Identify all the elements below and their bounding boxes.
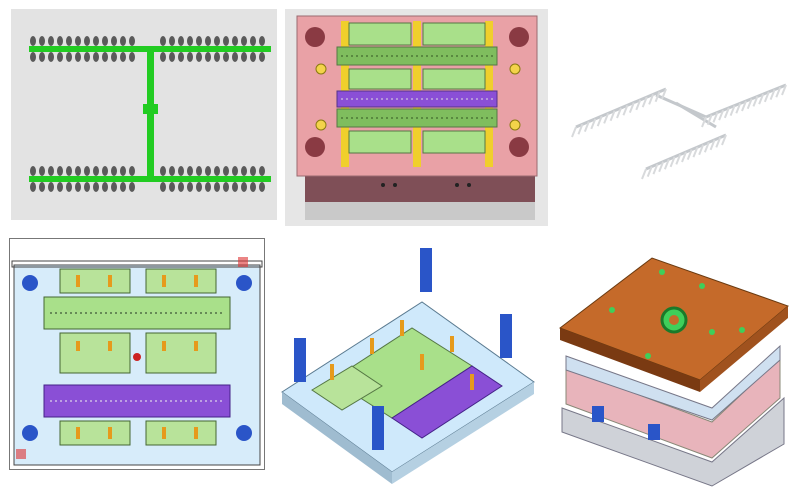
mold-plan-drawing-panel — [9, 238, 265, 470]
part-tree-image — [571, 83, 787, 180]
mold-iso-core-image — [281, 248, 535, 484]
mold-plan-drawing-image — [11, 257, 263, 466]
mold-assembly-panel — [552, 248, 800, 492]
mold-assembly-image — [558, 257, 789, 487]
mold-top-view-panel — [285, 9, 548, 226]
part-tree-panel — [556, 9, 800, 219]
runner-layout-image — [29, 36, 271, 192]
mold-top-view-image — [296, 15, 538, 220]
runner-layout-panel — [11, 9, 277, 220]
mold-iso-core-panel — [272, 240, 542, 492]
